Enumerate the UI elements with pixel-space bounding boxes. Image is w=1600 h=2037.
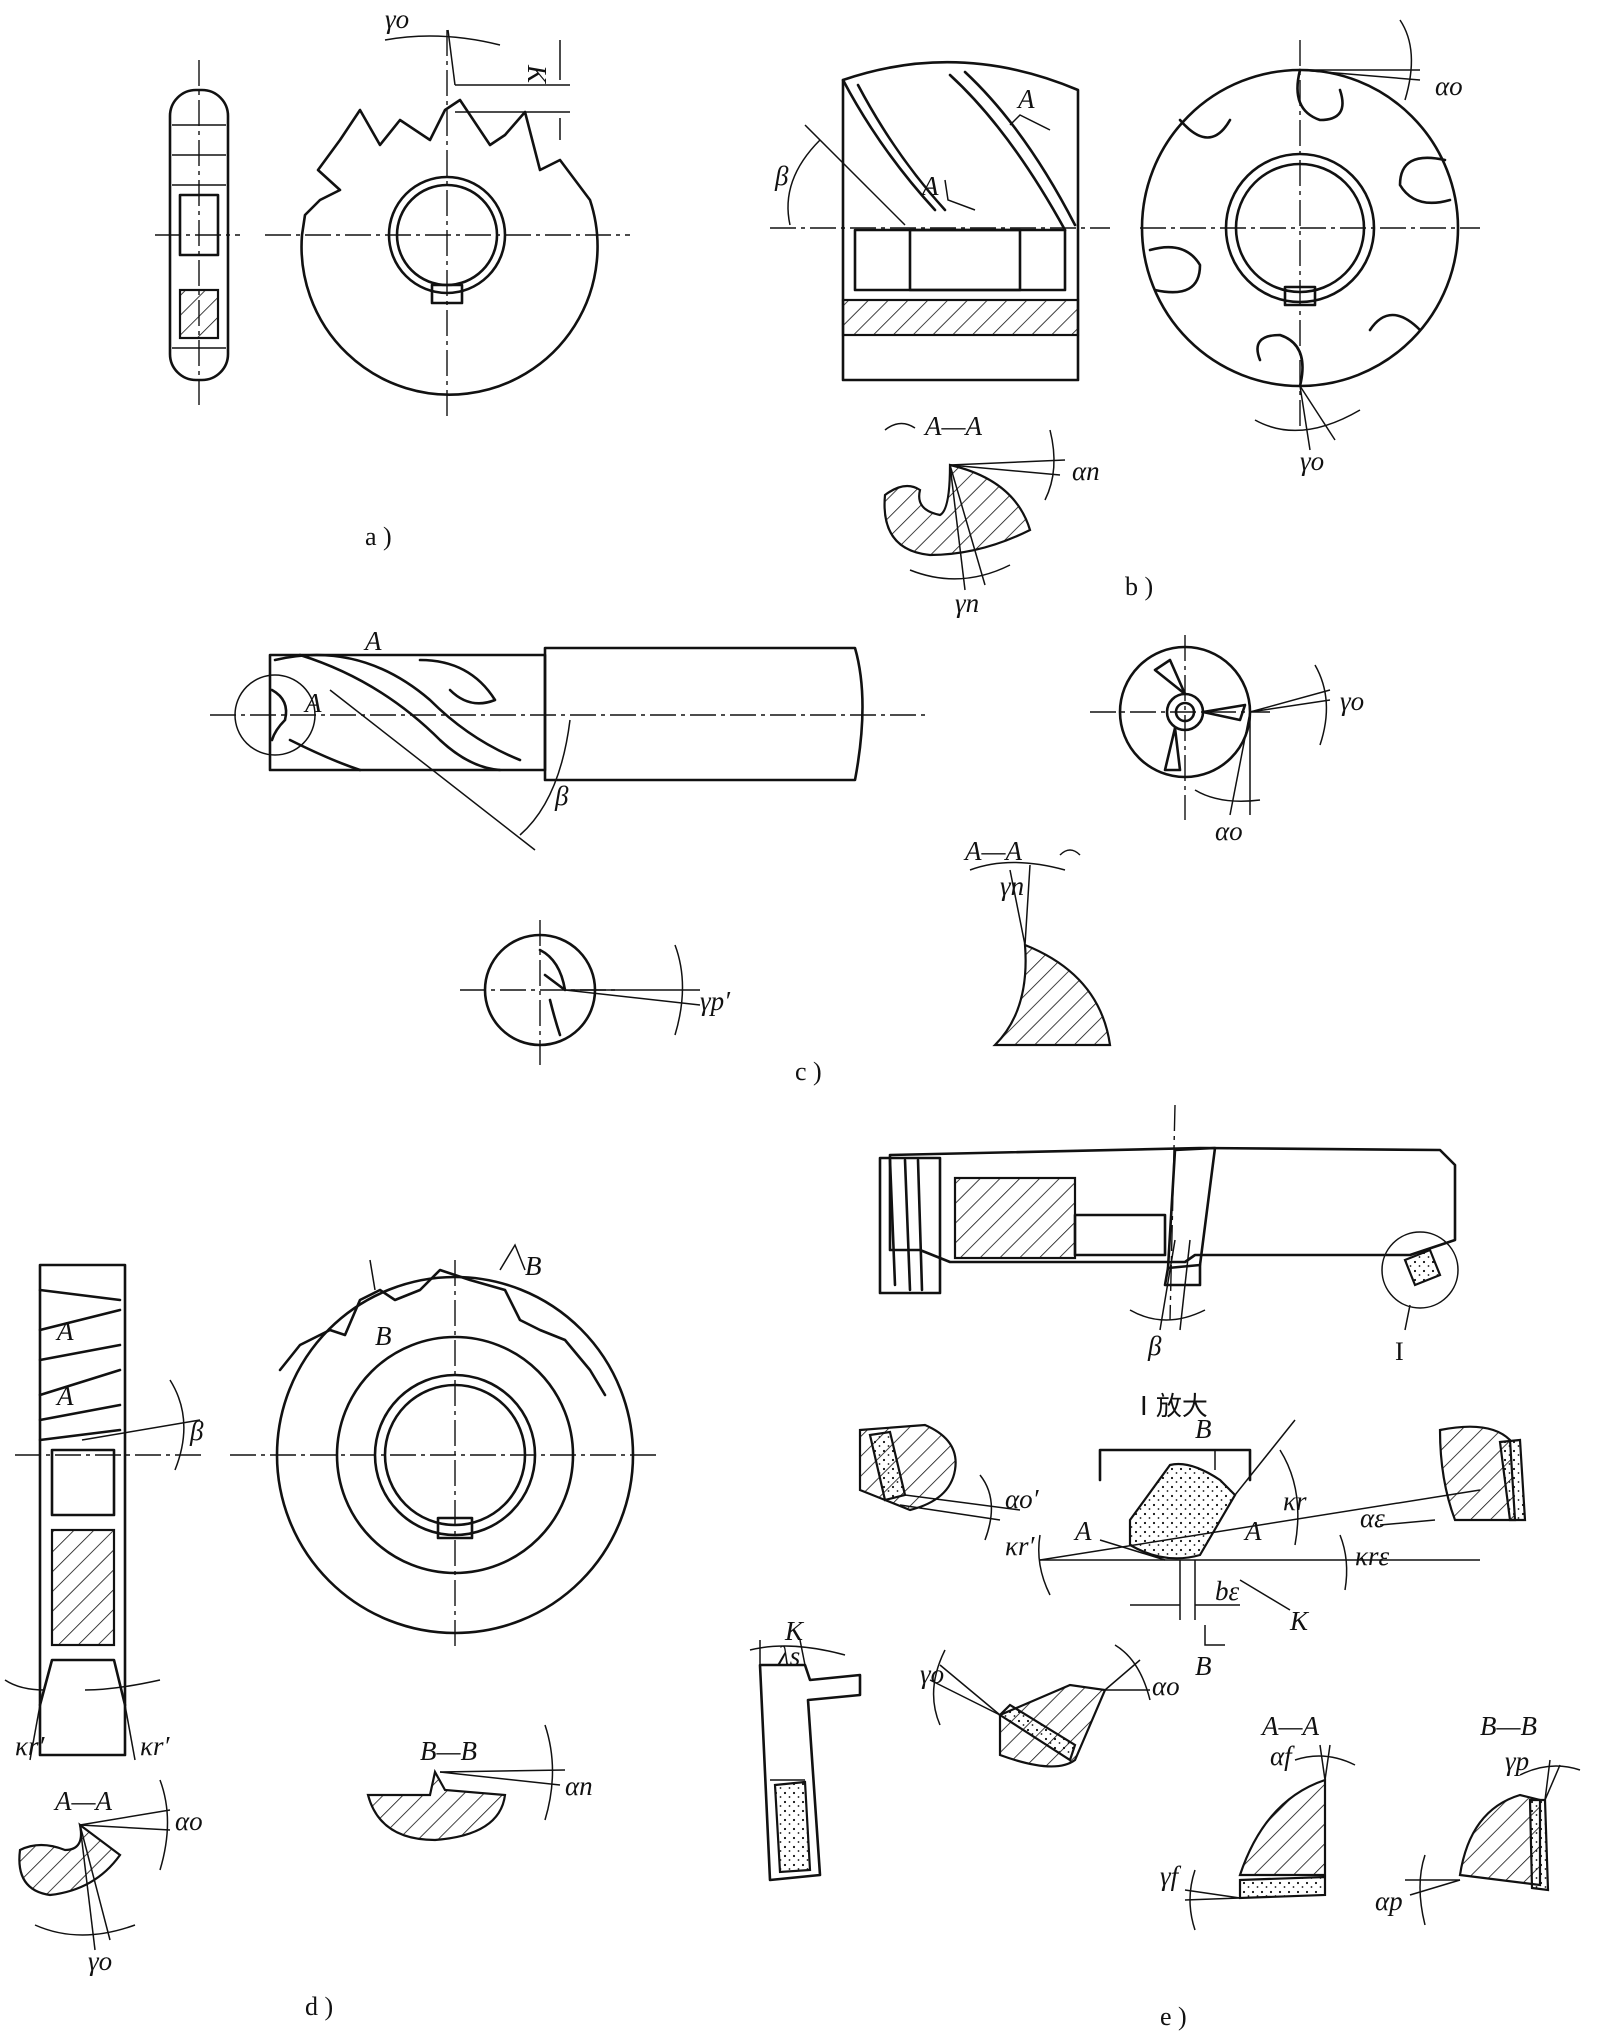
panel-c: A A β γo αo — [210, 626, 1364, 1086]
label-alpha-o: αo — [1215, 816, 1243, 846]
panel-c-end-mill-side: A A β — [210, 626, 930, 851]
panel-b-side-view: β A A — [770, 60, 1110, 382]
panel-e-enlarged-view: αo′ B A A κr κr′ αε κrε bε K B — [858, 1414, 1527, 1681]
label-alpha-o: αo — [175, 1806, 203, 1836]
panel-e: β I I 放大 αo′ B A A κr κr′ — [749, 1104, 1581, 2031]
label-alpha-f: αf — [1270, 1741, 1295, 1771]
label-a-right: A — [1243, 1516, 1262, 1546]
panel-c-section-aa: A—A γn — [963, 836, 1112, 1047]
panel-c-caption: c ) — [795, 1057, 822, 1086]
panel-b: β A A αo γo — [770, 19, 1480, 618]
panel-e-k-view: K λs — [749, 1616, 862, 1882]
label-detail-mark: I — [1395, 1337, 1404, 1366]
label-a-top: A — [363, 626, 382, 656]
panel-a-front-view: γo K — [265, 4, 630, 420]
label-gamma-n: γn — [955, 588, 979, 618]
section-aa-title: A—A — [53, 1786, 113, 1816]
label-kappa-r-prime: κr′ — [1005, 1531, 1035, 1561]
label-a-mid: A — [920, 171, 939, 201]
panel-e-section-aa: A—A αf γf — [1160, 1711, 1356, 1931]
label-b-eps: bε — [1215, 1576, 1240, 1606]
label-alpha-n: αn — [1072, 456, 1100, 486]
label-kappa-r: κr — [1283, 1486, 1307, 1516]
label-beta: β — [554, 781, 569, 811]
panel-d-caption: d ) — [305, 1992, 333, 2021]
section-bb-title: B—B — [420, 1736, 477, 1766]
label-gamma-o: γo — [920, 1659, 944, 1689]
label-gamma-o: γo — [1300, 446, 1324, 476]
panel-b-section-aa: A—A αn γn — [883, 411, 1100, 618]
label-k-view: K — [784, 1616, 805, 1646]
label-a-mid: A — [55, 1381, 74, 1411]
label-gamma-p: γp′ — [700, 986, 731, 1016]
label-gamma-o: γo — [385, 4, 409, 34]
label-lambda-s: λs — [777, 1641, 800, 1671]
label-b-top: B — [1195, 1414, 1212, 1444]
label-alpha-o: αo — [1152, 1671, 1180, 1701]
label-enlarge: I 放大 — [1140, 1392, 1208, 1422]
label-alpha-o: αo — [1435, 71, 1463, 101]
label-beta: β — [774, 161, 789, 191]
label-b-top: B — [525, 1251, 542, 1281]
label-gamma-f: γf — [1160, 1861, 1182, 1891]
section-aa-title: A—A — [963, 836, 1023, 866]
panel-e-section-bb: B—B γp αp — [1375, 1711, 1581, 1926]
label-k-arrow: K — [1289, 1606, 1310, 1636]
panel-c-end-view: γo αo — [1090, 635, 1364, 846]
panel-b-front-view: αo γo — [1140, 19, 1480, 476]
label-a-top: A — [55, 1316, 74, 1346]
label-kappa-r-eps: κrε — [1355, 1541, 1389, 1571]
panel-a-side-view — [155, 60, 240, 405]
label-b-mid: B — [375, 1321, 392, 1351]
label-kr-right: κr′ — [140, 1731, 170, 1761]
panel-e-caption: e ) — [1160, 2002, 1187, 2031]
panel-b-caption: b ) — [1125, 572, 1153, 601]
label-kr-left: κr′ — [15, 1731, 45, 1761]
panel-e-cutter-side: β I — [878, 1104, 1459, 1366]
label-gamma-o: γo — [88, 1946, 112, 1976]
label-gamma-n: γn — [1000, 871, 1024, 901]
label-b-bottom: B — [1195, 1651, 1212, 1681]
label-a-left: A — [1073, 1516, 1092, 1546]
label-a-mid: A — [303, 688, 322, 718]
label-alpha-p: αp — [1375, 1886, 1403, 1916]
panel-d: A A β κr′ κr′ B B A—A — [4, 1243, 660, 2021]
panel-d-front-view: B B — [230, 1243, 660, 1650]
panel-d-side-view: A A β κr′ κr′ — [4, 1263, 205, 1761]
label-alpha-o-prime: αo′ — [1005, 1484, 1040, 1514]
label-a-top: A — [1016, 84, 1035, 114]
label-k: K — [522, 64, 552, 85]
label-gamma-p: γp — [1505, 1746, 1529, 1776]
label-beta: β — [189, 1416, 204, 1446]
section-aa-title: A—A — [1260, 1711, 1320, 1741]
section-aa-title: A—A — [923, 411, 983, 441]
label-gamma-o: γo — [1340, 686, 1364, 716]
label-beta: β — [1147, 1331, 1162, 1361]
section-bb-title: B—B — [1480, 1711, 1537, 1741]
label-alpha-n: αn — [565, 1771, 593, 1801]
panel-c-small-circle: γp′ — [460, 920, 731, 1065]
panel-d-section-aa: A—A αo γo — [18, 1779, 203, 1976]
panel-a: γo K a ) — [155, 4, 630, 551]
panel-a-caption: a ) — [365, 522, 392, 551]
panel-d-section-bb: B—B αn — [366, 1724, 593, 1842]
label-alpha-eps: αε — [1360, 1503, 1385, 1533]
panel-e-normal-section: αo γo — [920, 1644, 1180, 1768]
